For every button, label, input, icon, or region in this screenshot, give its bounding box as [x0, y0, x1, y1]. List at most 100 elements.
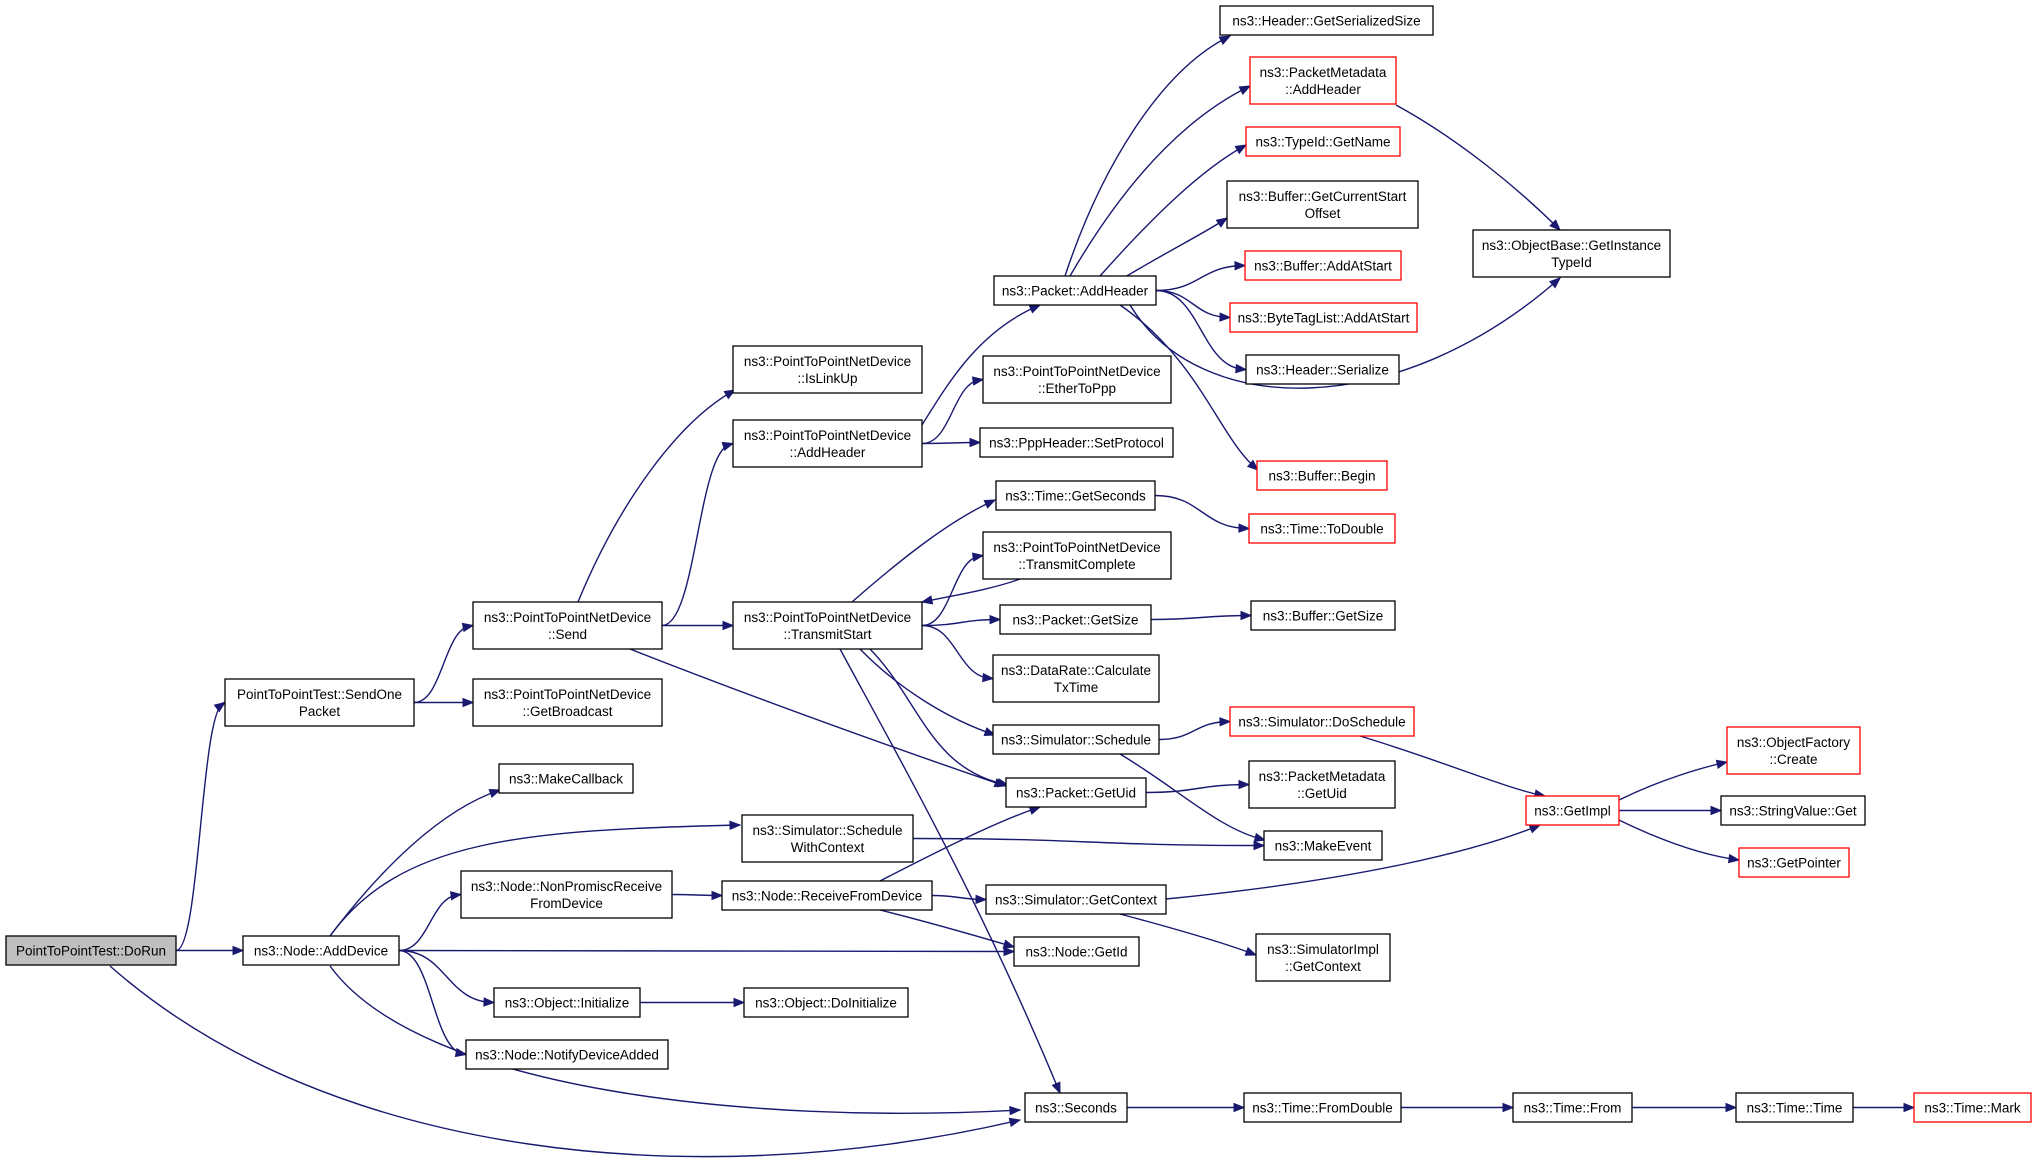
function-node-p2p-get-broadcast[interactable]: ns3::PointToPointNetDevice::GetBroadcast: [472, 678, 663, 727]
call-edge-time_time-to-time_mark: [1852, 1102, 1916, 1113]
call-edge-node_nonpromisc-to-node_receive: [671, 890, 724, 901]
call-edge-packet_addheader-to-buffer_begin: [1119, 304, 1260, 471]
function-node-time-mark[interactable]: ns3::Time::Mark: [1913, 1092, 2032, 1123]
function-node-node-notify[interactable]: ns3::Node::NotifyDeviceAdded: [465, 1039, 669, 1070]
function-node-label: PointToPointTest::SendOne: [237, 687, 402, 702]
function-node-sim-schedule[interactable]: ns3::Simulator::Schedule: [992, 724, 1160, 755]
function-node-label: ns3::Packet::AddHeader: [1002, 284, 1149, 299]
function-node-time-todouble[interactable]: ns3::Time::ToDouble: [1248, 513, 1396, 544]
function-node-label: ns3::DataRate::Calculate: [1001, 663, 1151, 678]
call-edge-p2p_transmitstart-to-seconds: [839, 648, 1061, 1095]
call-edge-node_receive-to-sim_getcontext: [931, 894, 988, 905]
function-node-make-callback[interactable]: ns3::MakeCallback: [498, 763, 634, 794]
call-edge-p2p_send-to-p2p_addheader: [661, 441, 735, 627]
function-node-label: ns3::StringValue::Get: [1729, 804, 1857, 819]
function-node-header-serialize[interactable]: ns3::Header::Serialize: [1245, 354, 1400, 385]
function-node-label: ns3::MakeCallback: [509, 772, 623, 787]
function-node-pktmeta-getuid[interactable]: ns3::PacketMetadata::GetUid: [1248, 760, 1396, 809]
function-node-label: ns3::Time::From: [1524, 1101, 1622, 1116]
function-node-label: FromDevice: [530, 896, 603, 911]
function-node-label: ns3::Time::Mark: [1924, 1101, 2021, 1116]
function-node-label: ns3::Packet::GetSize: [1012, 613, 1138, 628]
function-node-make-event[interactable]: ns3::MakeEvent: [1263, 830, 1383, 861]
function-node-p2p-transmitcomplete[interactable]: ns3::PointToPointNetDevice::TransmitComp…: [982, 531, 1172, 580]
function-node-p2p-transmitstart[interactable]: ns3::PointToPointNetDevice::TransmitStar…: [732, 601, 923, 650]
function-node-label: ns3::Header::GetSerializedSize: [1232, 14, 1420, 29]
call-edge-node_add_device-to-make_callback: [329, 789, 502, 937]
function-node-label: ns3::Buffer::GetCurrentStart: [1239, 189, 1407, 204]
function-node-pktmeta-addheader[interactable]: ns3::PacketMetadata::AddHeader: [1249, 56, 1397, 105]
function-node-time-time[interactable]: ns3::Time::Time: [1735, 1092, 1854, 1123]
call-edge-time_getseconds-to-time_todouble: [1154, 494, 1251, 533]
function-node-packet-getuid[interactable]: ns3::Packet::GetUid: [1005, 777, 1147, 808]
function-node-stringvalue-get[interactable]: ns3::StringValue::Get: [1720, 795, 1866, 826]
call-edge-time_fromdouble-to-time_from: [1400, 1102, 1515, 1113]
function-node-pppheader-setprotocol[interactable]: ns3::PppHeader::SetProtocol: [979, 427, 1174, 458]
call-edge-node_add_device-to-node_nonpromisc: [398, 891, 463, 952]
call-edge-packet_getuid-to-pktmeta_getuid: [1145, 779, 1251, 794]
function-node-typeid-getname[interactable]: ns3::TypeId::GetName: [1245, 126, 1401, 157]
function-node-label: ns3::Object::Initialize: [505, 996, 630, 1011]
function-node-node-receive[interactable]: ns3::Node::ReceiveFromDevice: [721, 880, 933, 911]
function-node-seconds[interactable]: ns3::Seconds: [1024, 1092, 1128, 1123]
function-node-bytetag-addatstart[interactable]: ns3::ByteTagList::AddAtStart: [1229, 302, 1418, 333]
function-node-label: ns3::PointToPointNetDevice: [744, 610, 911, 625]
function-node-time-getseconds[interactable]: ns3::Time::GetSeconds: [995, 480, 1156, 511]
call-edge-p2p_addheader-to-p2p_ethertoppp: [921, 376, 985, 445]
function-node-header-getsersize[interactable]: ns3::Header::GetSerializedSize: [1219, 5, 1434, 36]
function-node-p2p-addheader[interactable]: ns3::PointToPointNetDevice::AddHeader: [732, 419, 923, 468]
call-edge-pktmeta_addheader-to-objbase_getinstance: [1395, 104, 1561, 231]
call-edge-p2p_transmitstart-to-packet_getuid: [869, 648, 1010, 788]
function-node-time-fromdouble[interactable]: ns3::Time::FromDouble: [1243, 1092, 1402, 1123]
function-node-object-initialize[interactable]: ns3::Object::Initialize: [493, 987, 641, 1018]
function-node-label: ns3::Simulator::Schedule: [1001, 733, 1151, 748]
function-node-do-run[interactable]: PointToPointTest::DoRun: [5, 935, 177, 966]
function-node-p2p-islinkup[interactable]: ns3::PointToPointNetDevice::IsLinkUp: [732, 345, 923, 394]
call-edge-packet_addheader-to-typeid_getname: [1099, 144, 1248, 277]
function-node-node-getid[interactable]: ns3::Node::GetId: [1013, 936, 1140, 967]
function-node-simimpl-getcontext[interactable]: ns3::SimulatorImpl::GetContext: [1255, 933, 1391, 982]
function-node-getpointer[interactable]: ns3::GetPointer: [1738, 847, 1850, 878]
function-node-time-from[interactable]: ns3::Time::From: [1512, 1092, 1633, 1123]
function-node-buffer-addatstart[interactable]: ns3::Buffer::AddAtStart: [1244, 250, 1402, 281]
function-node-label: ns3::ByteTagList::AddAtStart: [1238, 311, 1410, 326]
function-node-label: ns3::PacketMetadata: [1259, 769, 1386, 784]
function-node-label: ns3::Buffer::AddAtStart: [1254, 259, 1392, 274]
function-node-sim-doschedule[interactable]: ns3::Simulator::DoSchedule: [1229, 706, 1415, 737]
call-edge-send_one_packet-to-p2p_send: [413, 622, 475, 704]
function-node-label: ns3::Simulator::DoSchedule: [1238, 715, 1405, 730]
function-node-label: ns3::PointToPointNetDevice: [744, 354, 911, 369]
function-node-label: ns3::Simulator::GetContext: [995, 893, 1157, 908]
function-node-buffer-begin[interactable]: ns3::Buffer::Begin: [1256, 460, 1388, 491]
function-node-packet-addheader[interactable]: ns3::Packet::AddHeader: [993, 275, 1157, 306]
function-node-label: ns3::GetPointer: [1747, 856, 1841, 871]
function-node-label: ::Send: [548, 627, 587, 642]
function-node-packet-getsize[interactable]: ns3::Packet::GetSize: [999, 604, 1152, 635]
function-node-p2p-send[interactable]: ns3::PointToPointNetDevice::Send: [472, 601, 663, 650]
function-node-objfactory-create[interactable]: ns3::ObjectFactory::Create: [1726, 726, 1861, 775]
function-node-object-doinit[interactable]: ns3::Object::DoInitialize: [743, 987, 909, 1018]
call-edge-time_from-to-time_time: [1631, 1102, 1738, 1113]
call-edge-send_one_packet-to-p2p_get_broadcast: [414, 697, 475, 708]
call-edge-node_add_device-to-seconds: [329, 965, 1022, 1116]
function-node-getimpl[interactable]: ns3::GetImpl: [1525, 795, 1620, 826]
function-node-label: ::TransmitComplete: [1018, 557, 1135, 572]
call-edge-p2p_transmitcomplete-to-p2p_transmitstart: [920, 578, 1021, 605]
function-node-label: ns3::PointToPointNetDevice: [993, 540, 1160, 555]
function-node-node-add-device[interactable]: ns3::Node::AddDevice: [242, 935, 400, 966]
call-edge-node_receive-to-node_getid: [879, 909, 1016, 949]
function-node-label: ::AddHeader: [790, 445, 866, 460]
function-node-label: ::TransmitStart: [783, 627, 871, 642]
function-node-buffer-getsize[interactable]: ns3::Buffer::GetSize: [1250, 600, 1396, 631]
function-node-sim-getcontext[interactable]: ns3::Simulator::GetContext: [985, 884, 1167, 915]
function-node-label: ns3::GetImpl: [1534, 804, 1611, 819]
function-node-label: ns3::Time::ToDouble: [1260, 522, 1383, 537]
function-node-label: ns3::SimulatorImpl: [1267, 942, 1379, 957]
function-node-p2p-ethertoppp[interactable]: ns3::PointToPointNetDevice::EtherToPpp: [982, 355, 1172, 404]
